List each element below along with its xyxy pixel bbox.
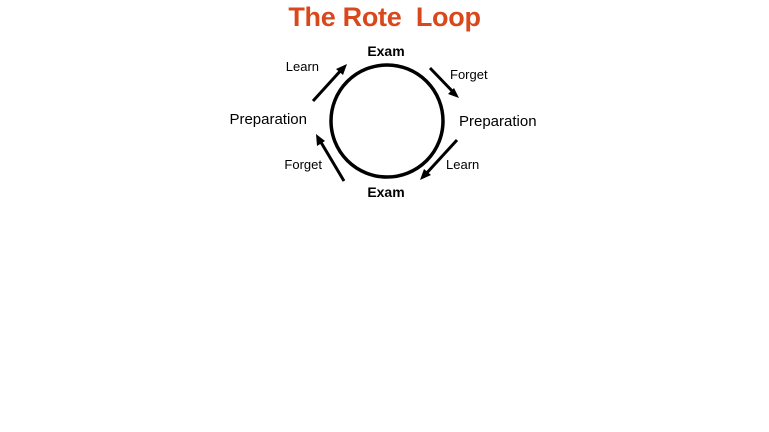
diagram-title: The Rote Loop bbox=[288, 2, 481, 32]
arrow-bottom-to-left bbox=[316, 134, 346, 182]
loop-circle bbox=[329, 63, 445, 179]
edge-left-top-label: Learn bbox=[286, 59, 319, 74]
node-top-label: Exam bbox=[367, 43, 404, 59]
edge-right-bottom-label: Learn bbox=[446, 157, 479, 172]
node-bottom-label: Exam bbox=[367, 184, 404, 200]
edge-bottom-left-label: Forget bbox=[284, 157, 322, 172]
arrow-left-to-top bbox=[311, 64, 347, 103]
node-right-label: Preparation bbox=[459, 113, 537, 130]
arrow-top-to-right bbox=[428, 66, 459, 98]
edge-top-right-label: Forget bbox=[450, 67, 488, 82]
arrow-right-to-bottom bbox=[420, 138, 459, 180]
node-left-label: Preparation bbox=[229, 111, 307, 128]
